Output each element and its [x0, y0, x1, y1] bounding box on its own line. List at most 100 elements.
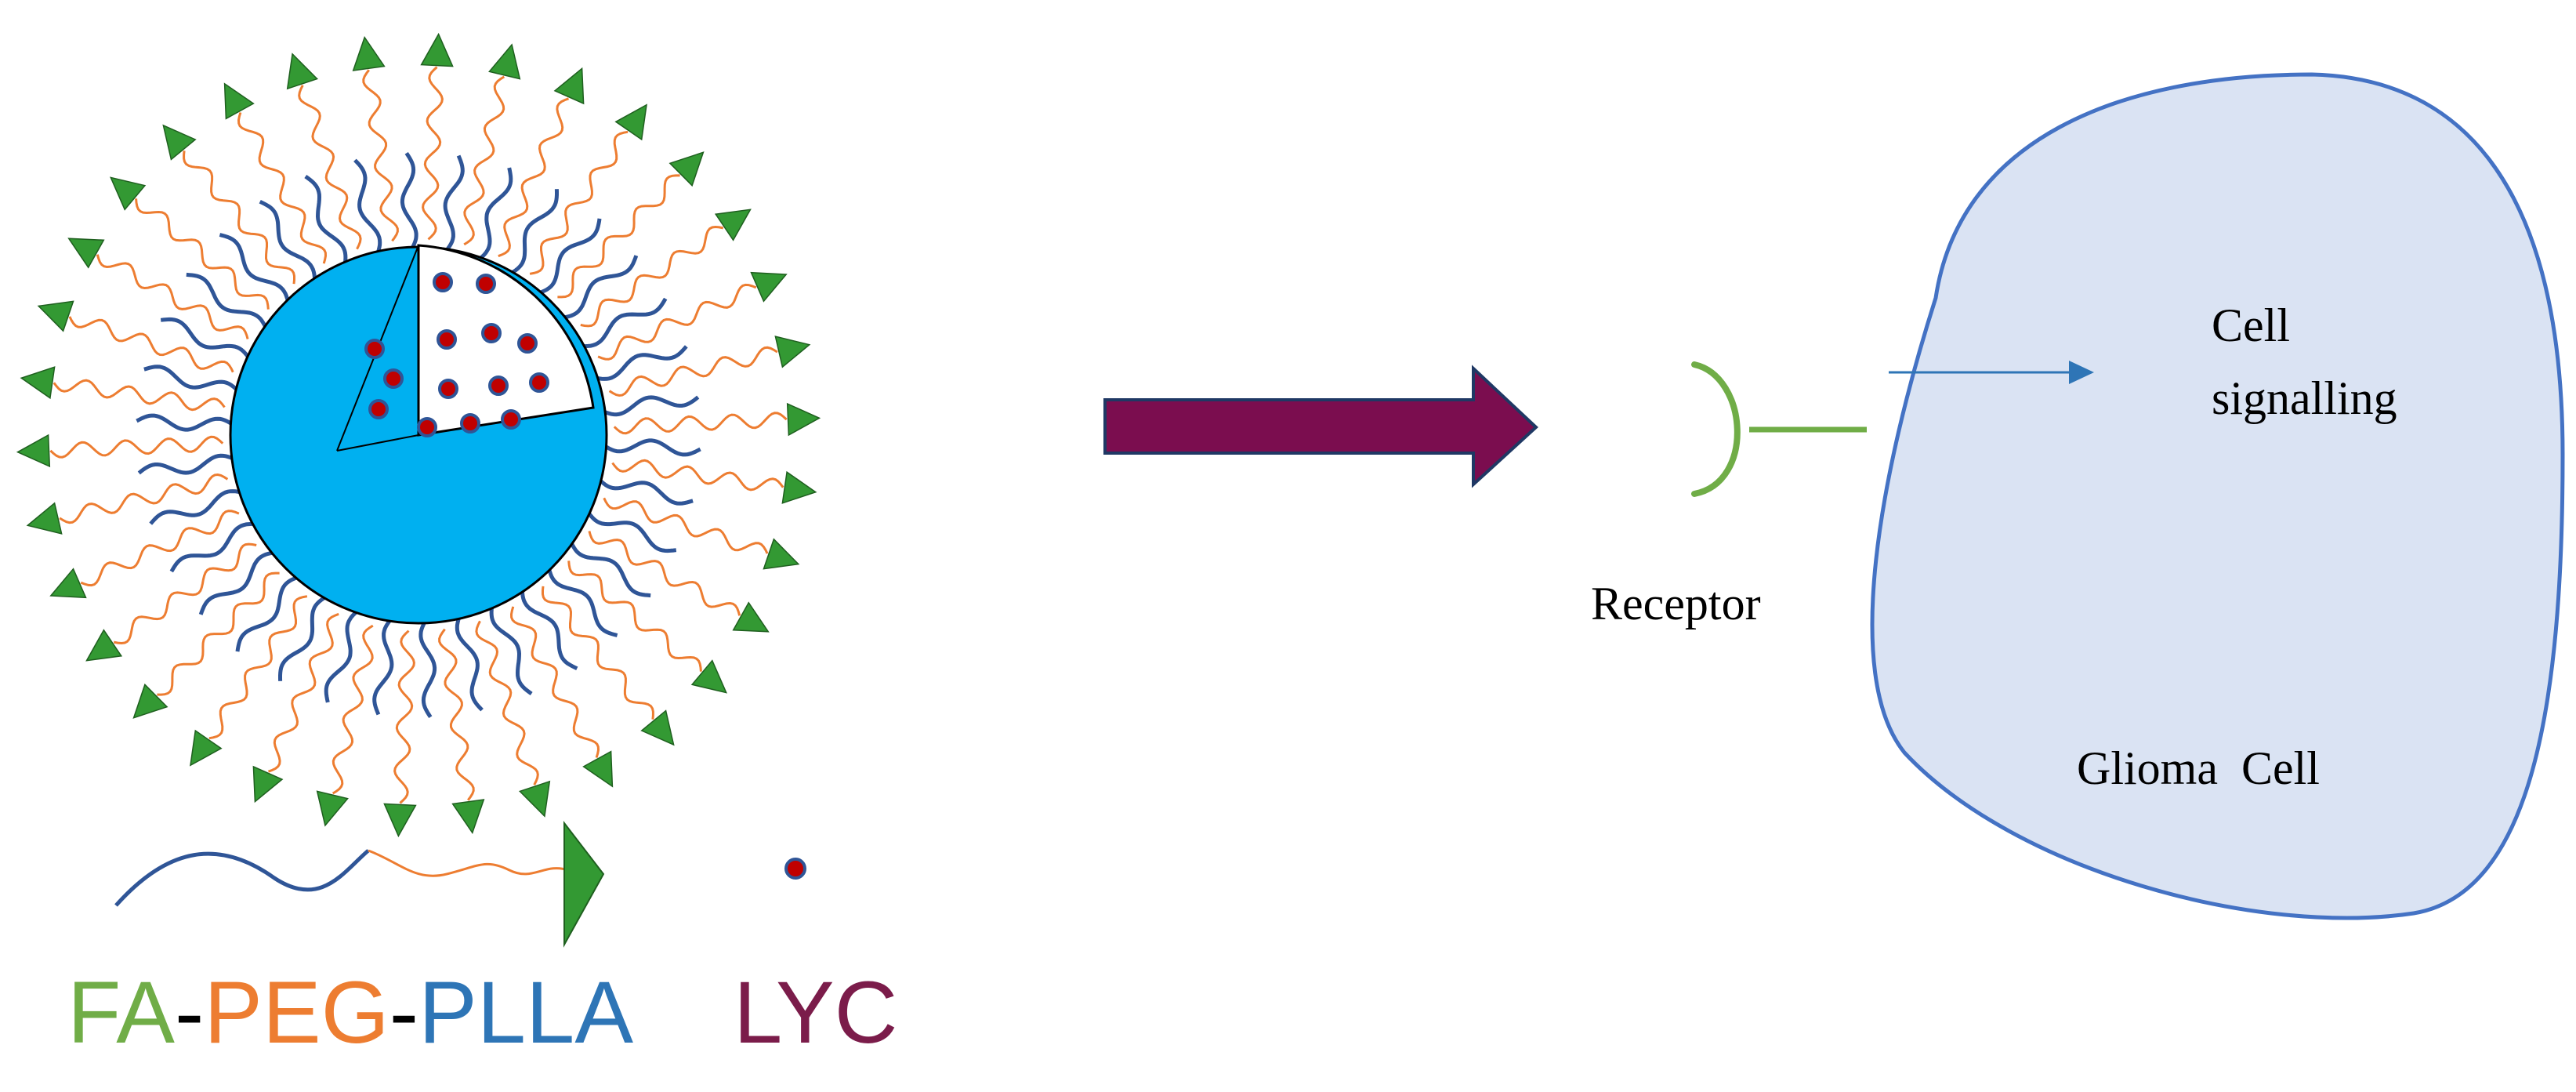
- peg-chain: [267, 612, 339, 773]
- fa-triangle: [488, 43, 521, 80]
- plla-chain: [443, 154, 465, 254]
- fa-triangle: [518, 780, 551, 818]
- fa-triangle: [110, 176, 147, 211]
- plla-chain: [198, 550, 277, 615]
- plla-chain: [149, 489, 245, 525]
- fa-triangle: [690, 659, 727, 694]
- peg-chain: [183, 151, 295, 285]
- legend-polymer-symbol: [114, 821, 605, 948]
- plla-chain: [489, 603, 533, 695]
- plla-chain: [535, 218, 602, 296]
- plla-chain: [136, 413, 236, 432]
- fa-triangle: [190, 729, 223, 767]
- legend-plla-text: PLLA: [418, 963, 633, 1061]
- plla-chain: [372, 616, 394, 716]
- lyc-dot: [383, 368, 404, 389]
- legend-lyc-text: LYC: [734, 963, 898, 1061]
- plla-chain: [546, 565, 618, 637]
- lyc-dot: [438, 379, 458, 399]
- fa-triangle: [20, 366, 56, 400]
- peg-chain: [542, 586, 654, 720]
- peg-chain: [96, 254, 249, 339]
- peg-chain: [298, 85, 362, 250]
- fa-ligands: [16, 32, 821, 838]
- fa-triangle: [352, 35, 386, 71]
- plla-chain: [455, 614, 484, 712]
- peg-chain: [463, 75, 505, 246]
- fa-triangle: [732, 601, 770, 633]
- peg-chains: [49, 66, 788, 804]
- plla-chain: [259, 199, 317, 283]
- legend-fa-triangle: [563, 821, 605, 948]
- fa-triangle: [162, 124, 197, 161]
- legend-separator-2: -: [389, 963, 418, 1061]
- peg-chain: [475, 620, 539, 785]
- peg-chain: [237, 112, 328, 264]
- plla-chain: [592, 345, 688, 381]
- lyc-dot: [364, 339, 385, 359]
- plla-chain: [324, 608, 361, 703]
- lyc-dot: [460, 413, 480, 434]
- plla-chain: [169, 521, 258, 573]
- plla-chain: [560, 255, 639, 321]
- peg-chain: [393, 629, 415, 804]
- peg-chain: [332, 624, 374, 795]
- lyc-drug-dots: [364, 272, 549, 437]
- plla-chain: [585, 509, 677, 553]
- glioma-cell-label: Glioma Cell: [2077, 742, 2320, 794]
- fa-triangle: [252, 765, 284, 804]
- peg-chain: [113, 542, 257, 645]
- fa-triangle: [763, 538, 800, 570]
- cell-signalling-label-line2: signalling: [2212, 372, 2397, 424]
- fa-triangle: [67, 238, 105, 269]
- peg-chain: [422, 66, 444, 241]
- receptor-cup: [1691, 361, 1741, 497]
- legend-peg-text: PEG: [204, 963, 389, 1061]
- fa-triangle: [37, 300, 74, 332]
- peg-chain: [208, 595, 308, 740]
- plla-chain: [507, 189, 559, 277]
- plla-chain: [600, 395, 700, 417]
- plla-chain: [568, 539, 651, 598]
- fa-triangle: [316, 790, 349, 827]
- plla-chain: [278, 593, 330, 681]
- fa-triangle: [16, 434, 51, 468]
- peg-chain: [438, 628, 475, 801]
- fa-triangle: [420, 32, 454, 67]
- cutaway-edge-bottom: [336, 434, 419, 452]
- fa-triangle: [85, 629, 123, 662]
- fa-triangle: [582, 750, 614, 788]
- fa-triangle: [49, 568, 87, 599]
- plla-chain: [353, 158, 382, 256]
- peg-chain: [80, 510, 240, 587]
- peg-chain: [588, 531, 741, 616]
- plla-chain: [476, 167, 513, 263]
- peg-chain: [498, 97, 570, 258]
- peg-chain: [603, 497, 769, 554]
- lyc-dot: [529, 372, 549, 393]
- plla-chain: [304, 175, 348, 267]
- fa-triangle: [223, 82, 255, 120]
- peg-chain: [53, 379, 226, 412]
- plla-chain: [579, 297, 668, 349]
- peg-chain: [135, 198, 270, 310]
- legend-peg-chain: [368, 849, 569, 877]
- cell-signalling-label-line1: Cell: [2212, 299, 2290, 351]
- peg-chain: [157, 571, 280, 696]
- lyc-dot: [476, 274, 496, 294]
- lyc-dot: [433, 272, 453, 292]
- core-cutaway-sector: [417, 244, 595, 437]
- peg-chain: [509, 606, 600, 758]
- lyc-dot: [481, 323, 502, 343]
- lyc-dot: [517, 333, 538, 354]
- plla-chain: [219, 233, 291, 305]
- peg-chain: [567, 561, 702, 672]
- fa-triangle: [614, 103, 647, 141]
- lyc-dot: [417, 417, 437, 437]
- peg-chain: [49, 435, 224, 459]
- fa-triangle: [26, 502, 63, 535]
- lyc-dot: [437, 329, 457, 350]
- plla-chain: [400, 151, 418, 252]
- fa-triangle: [781, 470, 817, 504]
